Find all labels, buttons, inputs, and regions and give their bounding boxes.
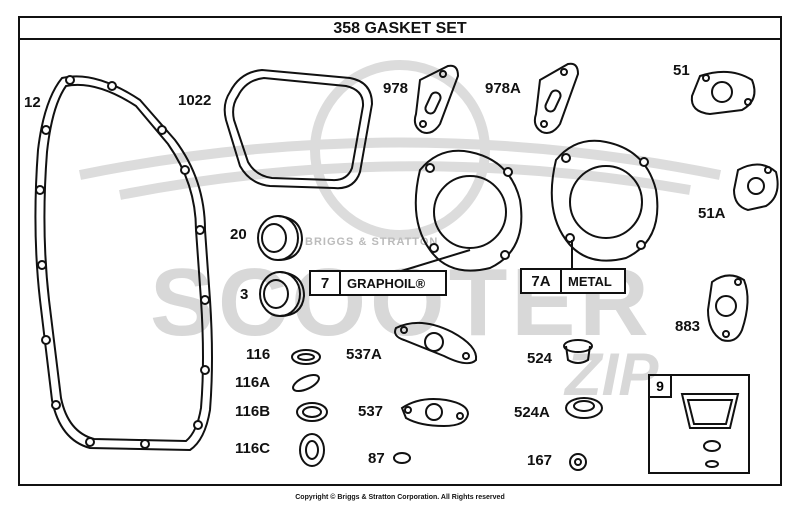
- callout-graphoil-text: GRAPHOIL®: [347, 275, 426, 291]
- breather-gasket-alt-icon: [533, 62, 580, 134]
- label-20: 20: [230, 226, 247, 243]
- callout-graphoil: 7 GRAPHOIL®: [309, 270, 447, 296]
- label-87: 87: [368, 450, 385, 467]
- washer-alt-icon: [292, 373, 320, 393]
- label-524a: 524A: [514, 404, 550, 421]
- valve-cover-gasket-icon: [223, 68, 374, 190]
- label-116: 116: [246, 346, 271, 363]
- plug-icon: [569, 453, 587, 471]
- label-978: 978: [383, 80, 409, 97]
- copyright: Copyright © Briggs & Stratton Corporatio…: [295, 494, 505, 501]
- kit-number: 9: [650, 376, 672, 398]
- label-51: 51: [673, 62, 690, 79]
- label-537a: 537A: [346, 346, 382, 363]
- label-1022: 1022: [178, 92, 212, 109]
- label-883: 883: [675, 318, 701, 335]
- callout-graphoil-num: 7: [311, 272, 341, 294]
- label-3: 3: [240, 286, 249, 303]
- washer-b-icon: [296, 402, 328, 422]
- carburetor-gasket-alt-icon: [400, 398, 470, 428]
- kit-contents-icon: [680, 393, 740, 468]
- head-gasket-graphoil-icon: [414, 149, 523, 272]
- callout-metal: 7A METAL: [520, 268, 626, 294]
- watermark-brand: BRIGGS & STRATTON: [305, 236, 439, 248]
- label-537: 537: [358, 403, 384, 420]
- exhaust-gasket-icon: [706, 274, 749, 342]
- callout-metal-text: METAL: [568, 273, 612, 289]
- oil-seal-alt-icon: [259, 271, 306, 317]
- carburetor-gasket-icon: [394, 321, 478, 365]
- label-116a: 116A: [235, 374, 271, 391]
- diagram-frame: 358 GASKET SET: [18, 16, 782, 486]
- oil-seal-icon: [257, 215, 304, 261]
- grommet-icon: [563, 339, 593, 364]
- label-12: 12: [24, 94, 41, 111]
- crankcase-gasket-icon: [34, 75, 213, 452]
- washer-icon: [291, 349, 321, 365]
- head-gasket-metal-icon: [550, 139, 659, 262]
- breather-gasket-icon: [413, 64, 460, 134]
- washer-c-icon: [299, 433, 325, 467]
- label-51a: 51A: [698, 205, 726, 222]
- small-washer-icon: [393, 452, 411, 464]
- intake-gasket-alt-icon: [732, 163, 779, 212]
- label-116c: 116C: [235, 440, 271, 457]
- kit-box: 9: [648, 374, 750, 474]
- label-524: 524: [527, 350, 553, 367]
- label-978a: 978A: [485, 80, 521, 97]
- callout-metal-num: 7A: [522, 270, 562, 292]
- label-116b: 116B: [235, 403, 271, 420]
- seal-ring-icon: [565, 397, 603, 419]
- intake-gasket-icon: [690, 70, 756, 116]
- page-title: 358 GASKET SET: [20, 18, 780, 40]
- label-167: 167: [527, 452, 553, 469]
